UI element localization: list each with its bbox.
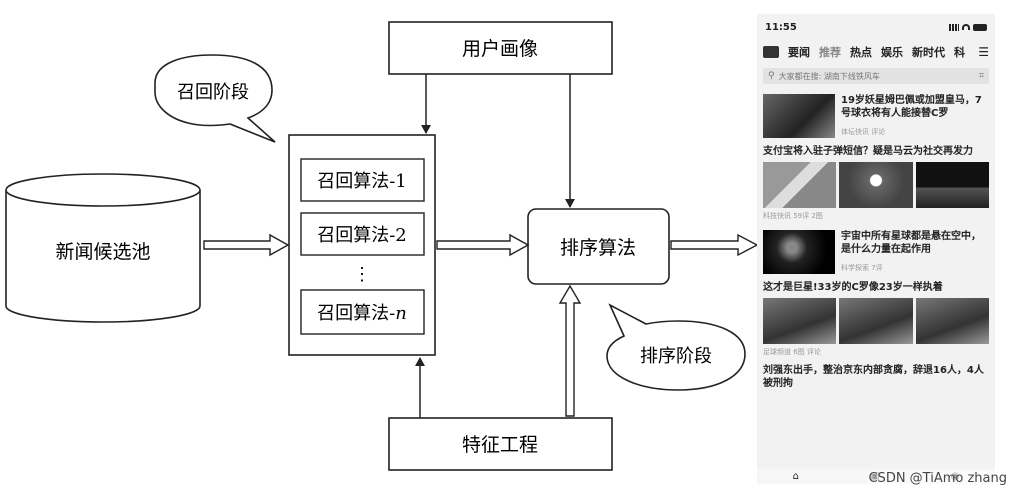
arrow-ranking-to-results [670, 233, 759, 257]
recall-algorithm-box-n [300, 289, 425, 335]
recall-algorithm-box-1 [300, 158, 425, 202]
tab-entertainment[interactable]: 娱乐 [881, 46, 903, 59]
news-thumbnail [763, 94, 835, 138]
feature-engineering-box [388, 417, 613, 471]
wifi-icon [962, 24, 970, 30]
user-profile-box [388, 21, 613, 75]
search-bar[interactable]: ⚲ 大家都在搜: 湖南下线铁风车 ⌗ [763, 68, 989, 84]
news-image [763, 162, 837, 208]
ranking-algorithm-label: 排序算法 [560, 237, 636, 259]
tab-recommend[interactable]: 推荐 [819, 46, 841, 59]
menu-icon[interactable]: ☰ [978, 45, 989, 59]
news-image-row-1[interactable] [757, 162, 995, 208]
news-image-row-2[interactable] [757, 298, 995, 344]
recall-algorithm-n-prefix: 召回算法- [317, 303, 395, 324]
status-time: 11:55 [765, 21, 797, 33]
news-image [839, 162, 913, 208]
news-meta: 足球频道 6图 评论 [763, 348, 821, 356]
recall-ellipsis: ⋮ [353, 264, 371, 285]
recall-algorithm-box-2 [300, 212, 425, 256]
news-image [839, 298, 913, 344]
channel-tabs: 要闻 推荐 热点 娱乐 新时代 科 ☰ [757, 40, 995, 64]
arrow-recall-to-ranking [436, 233, 530, 257]
tab-tech[interactable]: 科 [954, 46, 965, 59]
user-profile-label: 用户画像 [462, 38, 538, 60]
news-pool-label: 新闻候选池 [55, 241, 150, 263]
arrow-feature-to-ranking [558, 284, 582, 417]
app-logo-icon[interactable] [763, 46, 779, 58]
recall-stage-label: 召回阶段 [177, 82, 249, 103]
news-pool-database: 新闻候选池 [5, 173, 201, 323]
news-image [915, 162, 989, 208]
arrow-pool-to-recall [203, 233, 290, 257]
recall-algorithm-label-2: 召回算法-2 [317, 225, 407, 246]
news-image [763, 298, 837, 344]
news-image [915, 298, 989, 344]
recall-algorithm-label-1: 召回算法-1 [317, 171, 407, 192]
news-app-screenshot: 11:55 要闻 推荐 热点 娱乐 新时代 科 ☰ ⚲ 大家都在搜: 湖南下线铁… [757, 14, 995, 484]
news-headline-2[interactable]: 这才是巨星!33岁的C罗像23岁一样执着 [763, 282, 943, 293]
tab-headline[interactable]: 要闻 [788, 46, 810, 59]
news-card-2[interactable]: 宇宙中所有星球都是悬在空中，是什么力量在起作用 科学探索 7评 [757, 226, 995, 279]
watermark: CSDN @TiAmo zhang [868, 471, 1007, 486]
tab-new-era[interactable]: 新时代 [912, 46, 945, 59]
news-card-1[interactable]: 19岁妖星姆巴佩或加盟皇马，7号球衣将有人能接替C罗 体坛快讯 评论 [757, 90, 995, 143]
signal-icon [949, 23, 959, 31]
tab-hot[interactable]: 热点 [850, 46, 872, 59]
recall-algorithm-n-suffix: n [395, 303, 407, 324]
search-icon: ⚲ [768, 71, 775, 81]
news-thumbnail [763, 230, 835, 274]
news-meta: 体坛快讯 评论 [841, 128, 886, 136]
recall-algorithm-label-n: 召回算法-n [317, 303, 407, 324]
status-bar: 11:55 [757, 14, 995, 40]
news-headline-1[interactable]: 支付宝将入驻子弹短信？疑是马云为社交再发力 [763, 146, 973, 157]
home-icon[interactable]: ⌂ [792, 470, 799, 482]
scan-icon[interactable]: ⌗ [978, 71, 984, 81]
news-meta: 科学探索 7评 [841, 264, 883, 272]
news-headline-3[interactable]: 刘强东出手，整治京东内部贪腐，辞退16人，4人被刑拘 [763, 365, 984, 389]
status-icons [949, 23, 987, 31]
feature-engineering-label: 特征工程 [462, 434, 538, 456]
battery-icon [973, 23, 987, 31]
recall-stage-bubble: 召回阶段 [154, 54, 276, 143]
ranking-stage-label: 排序阶段 [640, 346, 712, 367]
news-title: 19岁妖星姆巴佩或加盟皇马，7号球衣将有人能接替C罗 [841, 95, 982, 119]
ranking-algorithm-box [527, 208, 670, 285]
ranking-stage-bubble: 排序阶段 [606, 303, 746, 391]
news-meta: 科技快讯 59评 2图 [763, 212, 823, 220]
news-title: 宇宙中所有星球都是悬在空中，是什么力量在起作用 [841, 231, 981, 255]
search-placeholder: 大家都在搜: 湖南下线铁风车 [778, 71, 880, 81]
